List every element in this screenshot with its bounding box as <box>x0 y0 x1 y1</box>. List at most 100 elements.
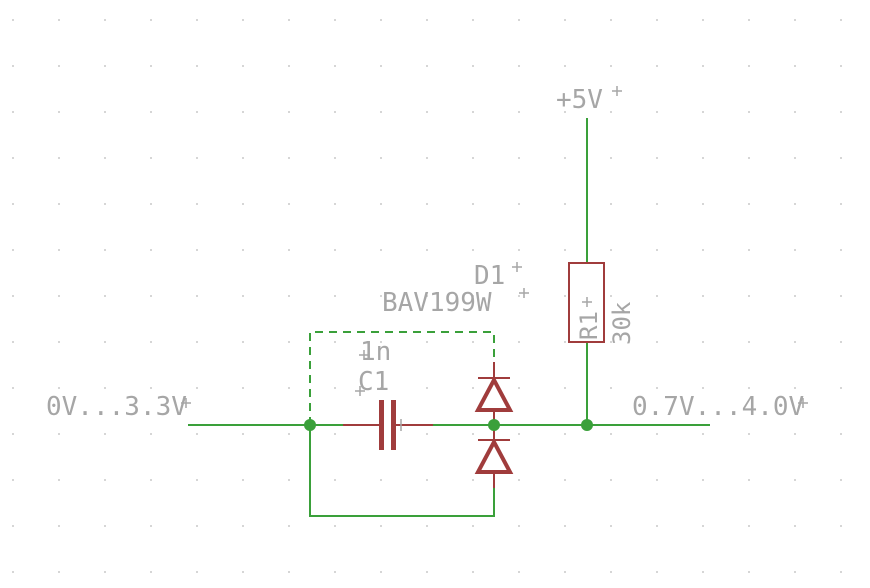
grid-dot <box>610 295 612 297</box>
grid-dot <box>426 525 428 527</box>
grid-dot <box>426 341 428 343</box>
grid-dot <box>58 203 60 205</box>
grid-dot <box>426 387 428 389</box>
grid-dot <box>794 249 796 251</box>
origin-cross-r1 <box>582 297 592 307</box>
grid-dot <box>564 249 566 251</box>
grid-dot <box>426 65 428 67</box>
grid-dot <box>334 19 336 21</box>
resistor-value-label: 30k <box>608 301 636 345</box>
grid-dot <box>794 341 796 343</box>
grid-dot <box>656 479 658 481</box>
grid-dot <box>794 65 796 67</box>
grid-dot <box>656 111 658 113</box>
grid-dot <box>150 387 152 389</box>
wires <box>188 118 710 517</box>
grid-dot <box>334 525 336 527</box>
grid-dot <box>748 433 750 435</box>
grid-dot <box>426 295 428 297</box>
grid-dot <box>472 65 474 67</box>
grid-dot <box>288 571 290 573</box>
grid-dot <box>472 341 474 343</box>
grid-dot <box>564 525 566 527</box>
grid-dot <box>518 295 520 297</box>
grid-dot <box>288 19 290 21</box>
grid-dot <box>58 341 60 343</box>
grid-dot <box>12 571 14 573</box>
grid-dot <box>380 479 382 481</box>
grid-dot <box>150 157 152 159</box>
grid-dot <box>564 111 566 113</box>
grid-dot <box>610 19 612 21</box>
resistor-body <box>568 262 605 343</box>
grid-dot <box>196 295 198 297</box>
grid-dot <box>242 19 244 21</box>
grid-dot <box>242 525 244 527</box>
grid-dot <box>334 249 336 251</box>
grid-dot <box>12 387 14 389</box>
grid-dot <box>12 479 14 481</box>
origin-cross-supply <box>612 86 622 96</box>
grid-dot <box>12 525 14 527</box>
grid-dot <box>564 571 566 573</box>
grid-dot <box>242 479 244 481</box>
grid-dot <box>702 203 704 205</box>
grid-dot <box>426 479 428 481</box>
grid-dot <box>12 249 14 251</box>
grid-dot <box>288 65 290 67</box>
grid-dot <box>518 525 520 527</box>
junction-output <box>581 419 593 431</box>
grid-dot <box>196 387 198 389</box>
grid-dot <box>840 111 842 113</box>
grid-dot <box>472 249 474 251</box>
grid-dot <box>288 433 290 435</box>
grid-dot <box>702 19 704 21</box>
resistor-r1[interactable] <box>568 262 605 343</box>
grid-dot <box>656 65 658 67</box>
grid-dot <box>840 341 842 343</box>
grid-dot <box>104 341 106 343</box>
grid-dot <box>104 111 106 113</box>
grid-dot <box>242 341 244 343</box>
grid-dot <box>104 525 106 527</box>
grid-dot <box>702 525 704 527</box>
grid-dot <box>472 525 474 527</box>
grid-dot <box>610 111 612 113</box>
grid-dot <box>518 249 520 251</box>
output-net-label: 0.7V...4.0V <box>632 392 804 422</box>
grid-dot <box>840 433 842 435</box>
grid-dot <box>150 295 152 297</box>
grid-dot <box>610 571 612 573</box>
grid-dot <box>840 479 842 481</box>
grid-dot <box>564 19 566 21</box>
grid-dot <box>472 157 474 159</box>
bypass-loop-wire[interactable] <box>309 425 495 517</box>
grid-dot <box>472 19 474 21</box>
grid-dot <box>58 387 60 389</box>
grid-dot <box>288 295 290 297</box>
grid-dot <box>58 479 60 481</box>
grid-dot <box>794 111 796 113</box>
capacitor-c1[interactable] <box>343 400 433 450</box>
grid-dot <box>104 65 106 67</box>
grid-dot <box>334 111 336 113</box>
grid-dot <box>380 203 382 205</box>
grid-dots <box>12 19 842 573</box>
grid-dot <box>196 571 198 573</box>
grid-dot <box>242 203 244 205</box>
origin-cross-d1-value <box>519 288 529 298</box>
grid-dot <box>380 19 382 21</box>
grid-dot <box>58 19 60 21</box>
diode-name-label: D1 <box>474 261 505 291</box>
grid-dot <box>334 571 336 573</box>
grid-dot <box>748 571 750 573</box>
grid-dot <box>840 157 842 159</box>
grid-dot <box>564 341 566 343</box>
grid-dot <box>610 341 612 343</box>
grid-dot <box>518 341 520 343</box>
grid-dot <box>196 433 198 435</box>
diode-d1[interactable] <box>474 362 514 488</box>
grid-dot <box>12 295 14 297</box>
grid-dot <box>104 203 106 205</box>
